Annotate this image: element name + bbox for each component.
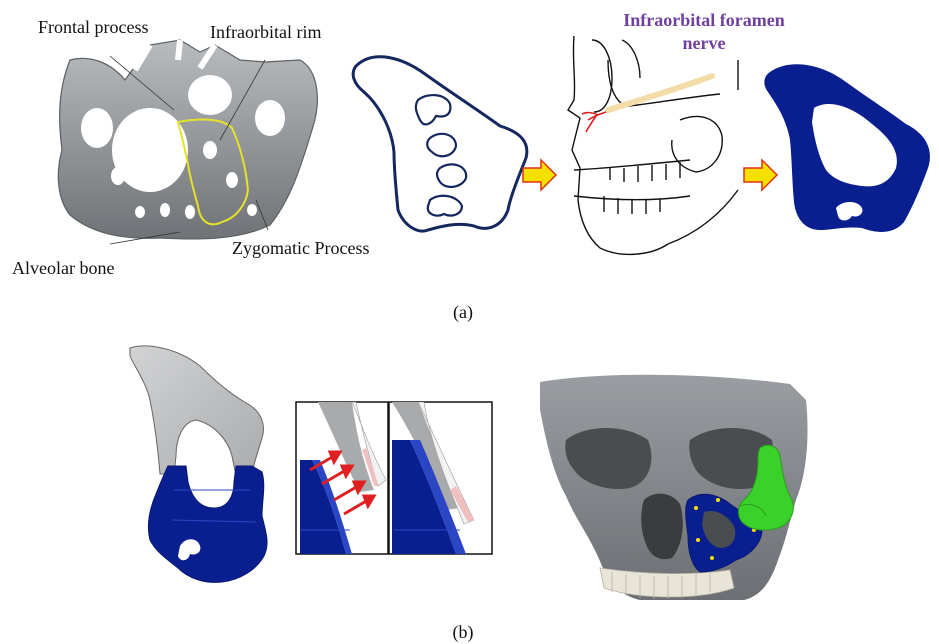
infraorbital-nerve-path <box>608 76 712 110</box>
skull-line-drawing <box>568 36 738 254</box>
label-alveolar-bone: Alveolar bone <box>12 258 114 278</box>
label-nerve: nerve <box>683 33 726 53</box>
panel-label-a: (a) <box>453 302 473 323</box>
label-frontal-process: Frontal process <box>38 17 148 37</box>
solid-blue-implant <box>764 64 930 232</box>
zoom-inset-after <box>389 402 492 554</box>
label-infraorbital-rim: Infraorbital rim <box>210 22 321 42</box>
right-arrow-icon <box>744 160 777 190</box>
label-infraorbital-foramen: Infraorbital foramen <box>623 10 784 30</box>
implant-outline-sketch <box>353 57 527 231</box>
maxilla-bone-model <box>58 40 317 239</box>
panel-label-b: (b) <box>453 622 474 643</box>
zoom-inset-before <box>296 402 388 554</box>
right-arrow-icon <box>523 160 556 190</box>
label-zygomatic-process: Zygomatic Process <box>232 238 369 258</box>
blue-implant-exploded <box>148 466 267 582</box>
nerve-branch-icon <box>582 112 606 132</box>
gray-guide-plate <box>130 346 263 476</box>
